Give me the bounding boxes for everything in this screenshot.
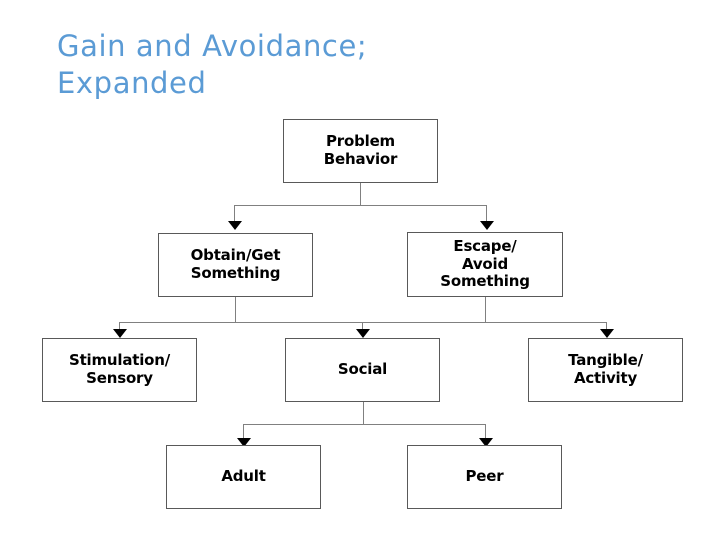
node-tangible-activity[interactable]: Tangible/ Activity: [528, 338, 683, 402]
connector-drop-peer: [485, 424, 486, 440]
node-peer[interactable]: Peer: [407, 445, 562, 509]
node-tangible-activity-label: Tangible/ Activity: [568, 351, 643, 387]
node-obtain-get-something[interactable]: Obtain/Get Something: [158, 233, 313, 297]
node-problem-behavior-label: Problem Behavior: [323, 132, 398, 168]
arrowhead-tangible-activity: [600, 329, 614, 338]
connector-obtain-stem: [235, 297, 236, 322]
node-problem-behavior[interactable]: Problem Behavior: [283, 119, 438, 183]
connector-drop-obtain: [234, 205, 235, 222]
connector-level1-bus: [234, 205, 486, 206]
connector-drop-adult: [243, 424, 244, 440]
node-escape-avoid-something[interactable]: Escape/ Avoid Something: [407, 232, 563, 297]
node-escape-avoid-something-label: Escape/ Avoid Something: [440, 236, 530, 291]
node-obtain-get-something-label: Obtain/Get Something: [190, 246, 281, 282]
node-social[interactable]: Social: [285, 338, 440, 402]
connector-drop-escape: [486, 205, 487, 222]
connector-escape-stem: [485, 297, 486, 322]
node-social-label: Social: [337, 360, 388, 379]
arrowhead-peer: [479, 438, 493, 447]
arrowhead-stimulation-sensory: [113, 329, 127, 338]
connector-level3-bus: [243, 424, 485, 425]
connector-problem-behavior-stem: [360, 183, 361, 205]
node-peer-label: Peer: [465, 467, 504, 486]
node-stimulation-sensory-label: Stimulation/ Sensory: [68, 351, 171, 387]
node-stimulation-sensory[interactable]: Stimulation/ Sensory: [42, 338, 197, 402]
arrowhead-obtain-get-something: [228, 221, 242, 230]
connector-social-stem: [363, 402, 364, 424]
arrowhead-escape-avoid-something: [480, 221, 494, 230]
page-title: Gain and Avoidance; Expanded: [57, 29, 368, 100]
node-adult-label: Adult: [221, 467, 266, 486]
arrowhead-adult: [237, 438, 251, 447]
node-adult[interactable]: Adult: [166, 445, 321, 509]
arrowhead-social: [356, 329, 370, 338]
